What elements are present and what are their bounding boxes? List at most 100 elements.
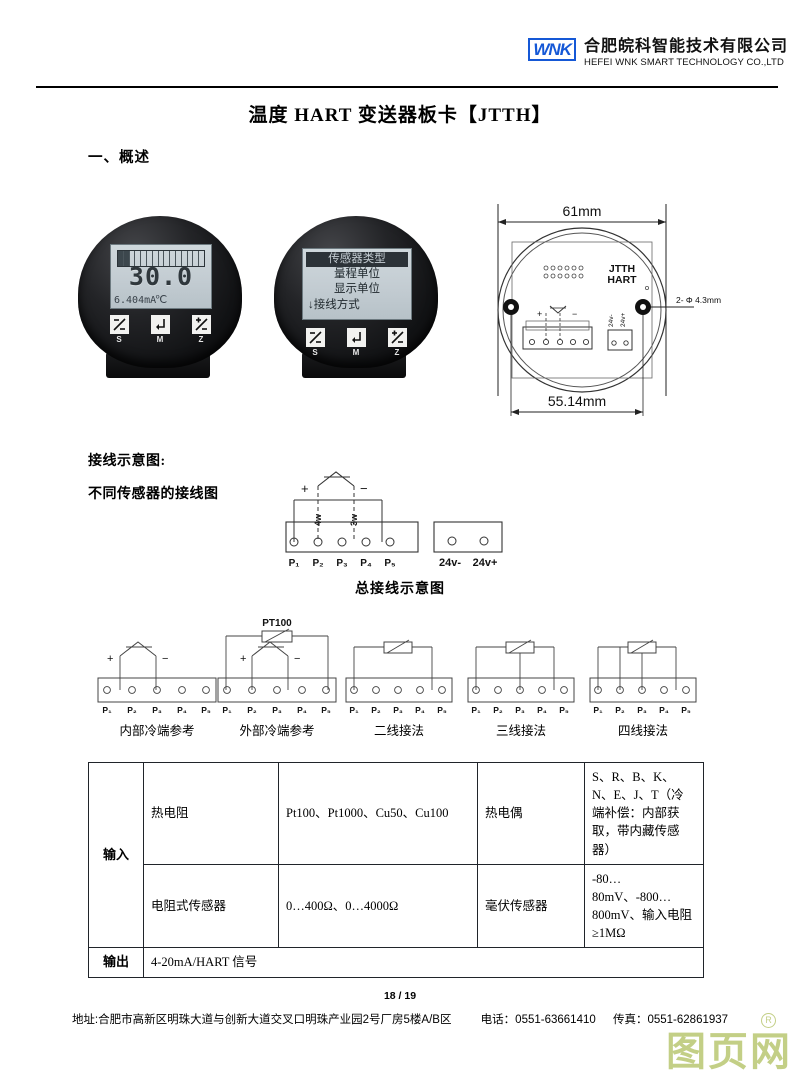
lcd-value: 30.0 — [128, 262, 194, 291]
terminal-p4: P₄ — [177, 705, 187, 715]
polarity-minus: − — [162, 653, 168, 665]
key-m-label: M — [156, 335, 164, 344]
wiring-diagram-four-wire: P₁ P₂ P₃ P₄ P₅ — [589, 639, 697, 715]
terminal-p1: P₁ — [102, 705, 112, 715]
terminal-p5: P₅ — [201, 705, 211, 715]
cell-millivolt-sensor-name: 毫伏传感器 — [477, 863, 585, 949]
terminal-p1: P₁ — [593, 705, 603, 715]
polarity-plus: + — [301, 481, 309, 496]
wnk-logo-text: WNK — [533, 40, 572, 59]
wiring-diagram-two-wire: P₁ P₂ P₃ P₄ P₅ — [345, 639, 453, 715]
terminal-p1: P₁ — [289, 558, 300, 569]
key-s-label: S — [116, 335, 122, 344]
terminal-p2: P₂ — [127, 705, 137, 715]
key-z-button[interactable] — [387, 328, 407, 347]
terminal-p3: P₃ — [336, 558, 348, 569]
lcd-unit: ℃ — [154, 293, 168, 306]
cell-thermocouple-name: 热电偶 — [477, 762, 585, 865]
table-row: 电阻式传感器 0…400Ω、0…4000Ω 毫伏传感器 -80…80mV、-80… — [89, 863, 704, 949]
specification-table: 输入 热电阻 Pt100、Pt1000、Cu50、Cu100 热电偶 S、R、B… — [88, 761, 704, 978]
wiring-diagram-internal-cold-junction: + − P₁ P₂ P₃ P₄ P₅ — [97, 641, 217, 715]
device2-lcd-screen: 传感器类型 量程单位 显示单位 ↓接线方式 — [302, 248, 412, 320]
power-terminal-24v-plus: 24v+ — [620, 313, 627, 327]
wiring-diagram-external-cold-junction: PT100 + − P₁ P₂ P₃ P₄ P₅ — [217, 618, 337, 715]
dimension-width-bottom: 55.14mm — [548, 393, 606, 409]
terminal-p3: P₃ — [637, 705, 647, 715]
polarity-plus: + — [107, 653, 113, 665]
key-m-button[interactable] — [150, 315, 170, 334]
header-divider — [36, 86, 778, 88]
terminal-p3: P₃ — [393, 705, 403, 715]
key-m-button[interactable] — [346, 328, 366, 347]
section-heading-overview: 一、概述 — [88, 150, 150, 166]
dimension-width-top: 61mm — [563, 203, 602, 219]
footer-address: 地址:合肥市高新区明珠大道与创新大道交叉口明珠产业园2号厂房5楼A/B区 — [71, 1014, 452, 1026]
main-wiring-diagram: + − 4w 3w P₁ P₂ P₃ P₄ P₅ 24v- 24v+ — [285, 471, 503, 569]
terminal-p3: P₃ — [152, 705, 162, 715]
lcd-bargraph — [117, 250, 205, 267]
mounting-hole-callout: 2- Φ 4.3mm — [676, 295, 721, 305]
power-terminal-24v-minus: 24v- — [608, 314, 615, 327]
footer-fax: 传真：0551-62861937 — [612, 1014, 729, 1026]
terminal-p4: P₄ — [415, 705, 425, 715]
device-photo-measurement: 30.0 6.404mA ℃ — [72, 212, 248, 382]
terminal-minus-sign: − — [572, 309, 577, 319]
key-s-label: S — [312, 348, 318, 357]
dimension-drawing: 61mm JTTH HART 2- Φ 4.3mm + − — [497, 203, 721, 416]
cell-rtd-value: Pt100、Pt1000、Cu50、Cu100 — [278, 762, 478, 865]
page-number: 18 / 19 — [383, 990, 417, 1002]
caption-internal-cold-junction: 内部冷端参考 — [119, 724, 195, 738]
page-header: WNK 合肥皖科智能技术有限公司 HEFEI WNK SMART TECHNOL… — [0, 0, 800, 88]
wiring-diagram-three-wire: P₁ P₂ P₃ P₄ P₅ — [467, 639, 575, 715]
sensor-label-pt100: PT100 — [262, 618, 292, 629]
terminal-p5: P₅ — [681, 705, 691, 715]
main-wiring-caption: 总接线示意图 — [355, 582, 445, 597]
caption-two-wire: 二线接法 — [373, 724, 424, 738]
watermark-registered-icon: R — [761, 1013, 776, 1028]
terminal-p5: P₅ — [559, 705, 569, 715]
device1-lcd-screen: 30.0 6.404mA ℃ — [110, 244, 212, 309]
terminal-p5: P₅ — [437, 705, 447, 715]
board-label-jtth: JTTH — [609, 263, 635, 275]
lcd-menu-list: 传感器类型 量程单位 显示单位 ↓接线方式 — [306, 252, 408, 313]
key-s-button[interactable] — [305, 328, 325, 347]
terminal-p3: P₃ — [515, 705, 525, 715]
terminal-p4: P₄ — [659, 705, 669, 715]
device1-keypad: S M Z — [72, 315, 248, 344]
key-s-button[interactable] — [109, 315, 129, 334]
cell-resistance-sensor-value: 0…400Ω、0…4000Ω — [278, 863, 478, 949]
terminal-p2: P₂ — [371, 705, 381, 715]
menu-item-sensor-type[interactable]: 传感器类型 — [306, 252, 408, 268]
key-z-button[interactable] — [191, 315, 211, 334]
caption-three-wire: 三线接法 — [495, 724, 546, 738]
power-label-24v-minus: 24v- — [439, 557, 461, 569]
table-row: 输出 4-20mA/HART 信号 — [88, 947, 704, 978]
terminal-p4: P₄ — [537, 705, 547, 715]
wiring-sensor-label: 不同传感器的接线图 — [88, 487, 219, 502]
terminal-p2: P₂ — [312, 558, 323, 569]
menu-item-range-unit[interactable]: 量程单位 — [334, 268, 380, 281]
key-z-label: Z — [198, 335, 204, 344]
caption-four-wire: 四线接法 — [617, 724, 668, 738]
device2-keypad: S M Z — [268, 328, 444, 357]
table-header-input: 输入 — [88, 761, 144, 949]
company-name-block: 合肥皖科智能技术有限公司 HEFEI WNK SMART TECHNOLOGY … — [584, 38, 788, 68]
polarity-minus: − — [294, 653, 300, 665]
wnk-logo-icon: WNK — [528, 38, 576, 61]
terminal-p2: P₂ — [615, 705, 625, 715]
terminal-p4: P₄ — [297, 705, 307, 715]
caption-external-cold-junction: 外部冷端参考 — [239, 724, 315, 738]
terminal-p4: P₄ — [360, 558, 372, 569]
wire-label-4w: 4w — [313, 513, 323, 526]
terminal-p5: P₅ — [384, 558, 396, 569]
terminal-p1: P₁ — [471, 705, 481, 715]
lcd-current-value: 6.404mA — [114, 295, 157, 306]
key-m-label: M — [352, 348, 360, 357]
menu-item-wiring-method[interactable]: ↓接线方式 — [308, 298, 360, 311]
watermark-text: 图页网 — [666, 1030, 792, 1074]
polarity-plus: + — [240, 653, 246, 665]
menu-item-display-unit[interactable]: 显示单位 — [334, 283, 380, 296]
cell-output-value: 4-20mA/HART 信号 — [143, 947, 704, 978]
table-header-output: 输出 — [88, 947, 144, 978]
terminal-p5: P₅ — [321, 705, 331, 715]
